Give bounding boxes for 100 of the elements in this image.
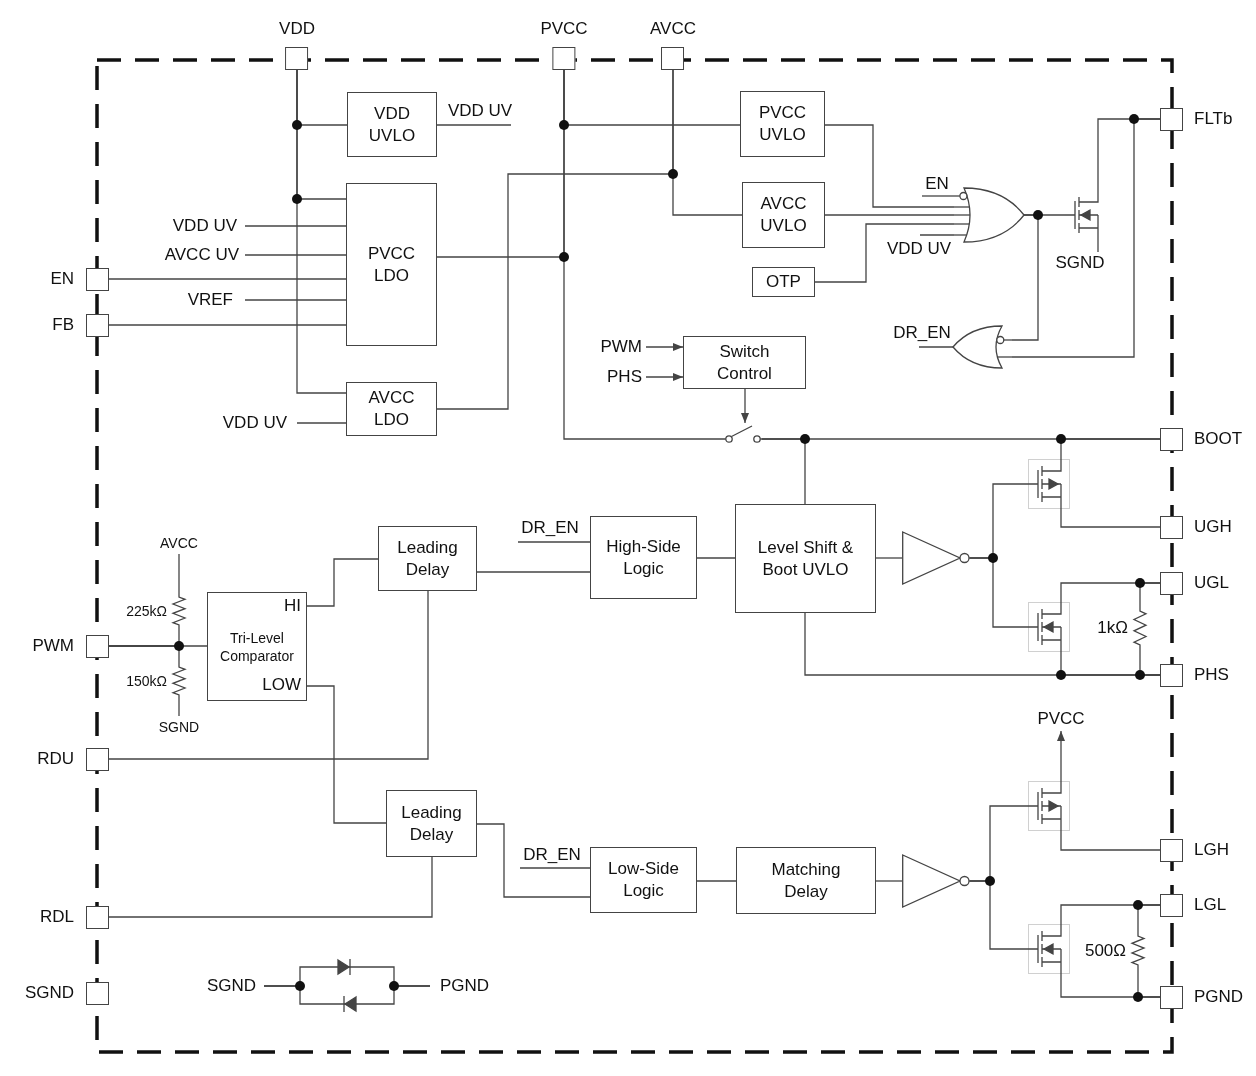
function-block: PVCC LDO	[346, 183, 437, 346]
port-label: LOW	[262, 675, 301, 695]
wire	[969, 880, 1029, 950]
wire	[306, 685, 387, 824]
block-title: Tri-Level Comparator	[219, 628, 295, 665]
pin-label: VDD	[279, 19, 315, 39]
signal-label: VDD UV	[210, 413, 297, 433]
arrow	[645, 343, 684, 351]
wire	[875, 557, 903, 559]
wire	[476, 571, 591, 573]
function-block: Switch Control	[683, 336, 806, 389]
function-block: AVCC LDO	[346, 382, 437, 436]
wire	[1011, 118, 1161, 358]
pin-label: SGND	[24, 983, 74, 1003]
signal-label: DR_EN	[889, 323, 955, 347]
signal-label: AVCC	[158, 533, 200, 554]
wire	[108, 856, 433, 918]
wire	[519, 867, 591, 869]
function-block: Low-Side Logic	[590, 847, 697, 913]
wire	[108, 590, 429, 760]
wire	[919, 234, 955, 236]
pin-label: UGH	[1194, 517, 1232, 537]
wire	[1060, 438, 1161, 460]
pin-label: PVCC	[540, 19, 588, 39]
wire	[969, 557, 1029, 628]
wire	[1060, 830, 1161, 851]
wire	[1011, 214, 1039, 341]
signal-label: PHS	[594, 367, 646, 387]
port-label: HI	[284, 596, 301, 616]
wire	[244, 225, 347, 227]
wire	[359, 985, 431, 1005]
wire	[296, 422, 347, 424]
signal-label: PVCC	[1036, 709, 1086, 731]
wire	[476, 823, 591, 898]
signal-label: DR_EN	[516, 518, 584, 542]
wire	[108, 278, 347, 280]
pin-label: UGL	[1194, 573, 1229, 593]
wire	[814, 223, 955, 283]
wire	[178, 553, 180, 595]
wire	[761, 438, 806, 505]
wire	[263, 985, 339, 1005]
pin-label: PGND	[1194, 987, 1244, 1007]
wire	[244, 254, 347, 256]
value-label: 1kΩ	[1097, 619, 1128, 637]
wire	[563, 69, 725, 440]
value-label: 500Ω	[1084, 941, 1126, 960]
signal-label: SGND	[1052, 252, 1108, 274]
wire	[875, 880, 903, 882]
wire	[244, 299, 347, 301]
wire	[178, 697, 180, 717]
pin-label: RDU	[37, 749, 74, 769]
pin-label: BOOT	[1194, 429, 1243, 449]
wire	[1137, 904, 1161, 934]
pin-label: LGH	[1194, 840, 1229, 860]
function-block: High-Side Logic	[590, 516, 697, 599]
function-block: Leading Delay	[378, 526, 477, 591]
signal-label: SGND	[156, 716, 202, 737]
wire	[921, 195, 955, 197]
function-block: VDD UVLO	[347, 92, 437, 157]
function-block: OTP	[752, 267, 815, 297]
wire	[918, 346, 954, 348]
wire	[672, 69, 743, 216]
wire	[108, 324, 347, 326]
wire	[1097, 239, 1099, 253]
wire	[306, 558, 379, 607]
wire	[696, 880, 737, 882]
wire	[1137, 967, 1161, 998]
arrow	[645, 373, 684, 381]
function-block: Leading Delay	[386, 790, 477, 857]
function-block: Level Shift & Boot UVLO	[735, 504, 876, 613]
wire	[517, 541, 591, 543]
wire	[824, 124, 955, 208]
wire	[1060, 508, 1161, 528]
signal-label: AVCC UV	[145, 245, 245, 265]
signal-label: VDD UV	[444, 101, 516, 125]
wire	[1139, 582, 1161, 609]
signal-label: DR_EN	[518, 845, 586, 868]
wire	[436, 124, 512, 126]
pin-label: PWM	[32, 636, 74, 656]
signal-label: PGND	[430, 976, 502, 996]
arrow	[741, 388, 749, 424]
function-block: AVCC UVLO	[742, 182, 825, 248]
pin-label: LGL	[1194, 895, 1227, 915]
wire	[696, 557, 736, 559]
signal-label: VDD UV	[884, 235, 954, 259]
pin-label: RDL	[40, 907, 74, 927]
wire	[296, 69, 347, 394]
value-label: 225kΩ	[126, 602, 167, 620]
function-block: PVCC UVLO	[740, 91, 825, 157]
signal-label: VDD UV	[160, 216, 245, 236]
pin-label: FLTb	[1194, 109, 1233, 129]
pin-label: FB	[52, 315, 74, 335]
signal-label: EN	[922, 174, 952, 196]
wire	[108, 645, 180, 665]
pin-label: AVCC	[650, 19, 696, 39]
signal-label: VREF	[175, 290, 245, 310]
wire	[1139, 647, 1161, 676]
pin-label: EN	[50, 269, 74, 289]
wire	[824, 214, 955, 216]
pin-label: PHS	[1194, 665, 1229, 685]
